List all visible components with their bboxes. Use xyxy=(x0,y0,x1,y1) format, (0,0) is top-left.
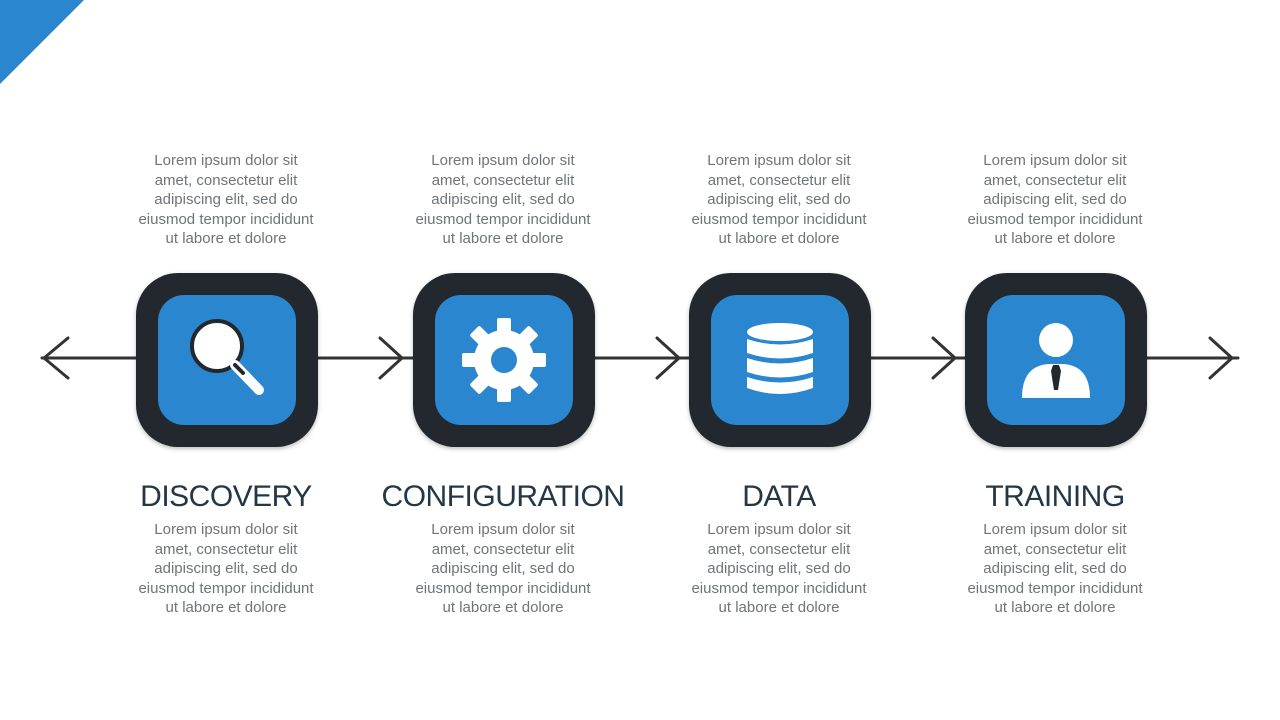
step-title: TRAINING xyxy=(985,480,1125,513)
step-title: DISCOVERY xyxy=(140,480,312,513)
magnifier-icon xyxy=(190,319,264,395)
step-tile xyxy=(689,273,871,447)
gear-icon xyxy=(462,318,546,402)
arrow-right-icon-3 xyxy=(931,336,957,380)
step-top-text: Lorem ipsum dolor sit amet, consectetur … xyxy=(415,152,591,247)
step-bottom-text: Lorem ipsum dolor sit amet, consectetur … xyxy=(691,521,867,616)
arrow-right-icon-4 xyxy=(1208,336,1234,380)
step-title: DATA xyxy=(742,480,816,513)
step-title: CONFIGURATION xyxy=(381,480,625,513)
step-top-text: Lorem ipsum dolor sit amet, consectetur … xyxy=(138,152,314,247)
step-tile xyxy=(136,273,318,447)
step-bottom-text: Lorem ipsum dolor sit amet, consectetur … xyxy=(967,521,1143,616)
user-icon xyxy=(1022,323,1090,398)
arrow-left-icon xyxy=(42,336,70,380)
arrow-right-icon-2 xyxy=(655,336,681,380)
step-bottom-text: Lorem ipsum dolor sit amet, consectetur … xyxy=(415,521,591,616)
corner-accent xyxy=(0,0,84,84)
step-bottom-text: Lorem ipsum dolor sit amet, consectetur … xyxy=(138,521,314,616)
arrow-right-icon-1 xyxy=(378,336,404,380)
step-top-text: Lorem ipsum dolor sit amet, consectetur … xyxy=(967,152,1143,247)
database-icon xyxy=(747,323,813,394)
step-tile xyxy=(413,273,595,447)
step-tile xyxy=(965,273,1147,447)
step-top-text: Lorem ipsum dolor sit amet, consectetur … xyxy=(691,152,867,247)
